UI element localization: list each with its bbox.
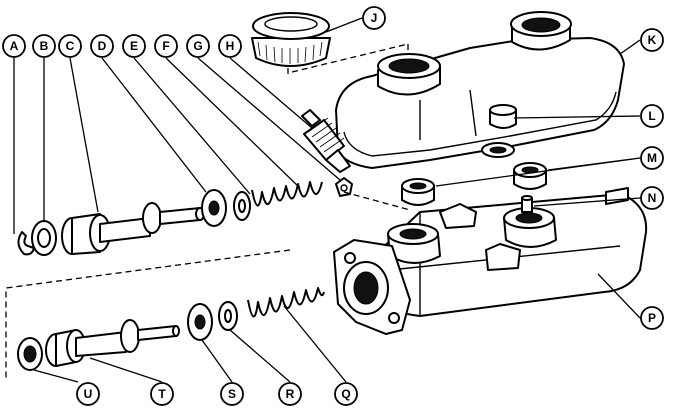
svg-text:N: N <box>648 191 657 205</box>
callout-n: N <box>640 186 664 210</box>
reservoir-seal <box>481 142 515 158</box>
spring-upper <box>251 181 323 207</box>
svg-text:P: P <box>648 311 656 325</box>
seal-s <box>187 303 213 341</box>
reservoir-grommets <box>401 162 547 206</box>
callout-h: H <box>218 34 242 58</box>
master-cylinder-body <box>333 187 648 335</box>
callout-j: J <box>362 6 386 30</box>
callout-m: M <box>640 146 664 170</box>
svg-text:L: L <box>648 109 655 123</box>
seal-cup-upper <box>31 220 57 256</box>
svg-text:U: U <box>84 387 93 401</box>
callout-u: U <box>76 382 100 406</box>
svg-text:Q: Q <box>341 387 350 401</box>
washer-r <box>218 301 238 331</box>
svg-text:K: K <box>648 33 657 47</box>
svg-text:R: R <box>286 387 295 401</box>
callout-k: K <box>640 28 664 52</box>
callout-e: E <box>122 34 146 58</box>
svg-text:B: B <box>40 39 49 53</box>
callout-b: B <box>32 34 56 58</box>
assembly-line-body <box>343 191 411 211</box>
spring-lower <box>247 287 325 318</box>
callout-s: S <box>220 382 244 406</box>
callout-t: T <box>150 382 174 406</box>
circlip-upper <box>17 231 35 256</box>
svg-text:T: T <box>158 387 166 401</box>
callout-d: D <box>90 34 114 58</box>
svg-text:A: A <box>10 39 19 53</box>
leader-lines <box>13 17 641 383</box>
seal-d <box>201 189 227 227</box>
svg-text:C: C <box>66 39 75 53</box>
svg-text:H: H <box>226 39 235 53</box>
callout-p: P <box>640 306 664 330</box>
callout-f: F <box>154 34 178 58</box>
callout-c: C <box>58 34 82 58</box>
callout-a: A <box>2 34 26 58</box>
secondary-piston <box>45 319 180 367</box>
svg-text:D: D <box>98 39 107 53</box>
primary-piston-upper <box>61 202 205 255</box>
reservoir-cap <box>251 12 331 67</box>
assembly-line-piston <box>5 249 291 378</box>
washer-e <box>233 191 251 221</box>
svg-text:E: E <box>130 39 138 53</box>
seal-cup-lower <box>17 337 43 371</box>
svg-text:G: G <box>193 39 202 53</box>
callout-l: L <box>640 104 664 128</box>
callout-g: G <box>186 34 210 58</box>
fluid-reservoir <box>335 11 625 169</box>
svg-text:S: S <box>228 387 236 401</box>
svg-text:M: M <box>647 151 657 165</box>
svg-text:J: J <box>371 11 378 25</box>
small-clip <box>335 177 353 197</box>
callout-r: R <box>278 382 302 406</box>
svg-text:F: F <box>162 39 169 53</box>
callout-q: Q <box>334 382 358 406</box>
pressure-switch <box>301 109 351 173</box>
